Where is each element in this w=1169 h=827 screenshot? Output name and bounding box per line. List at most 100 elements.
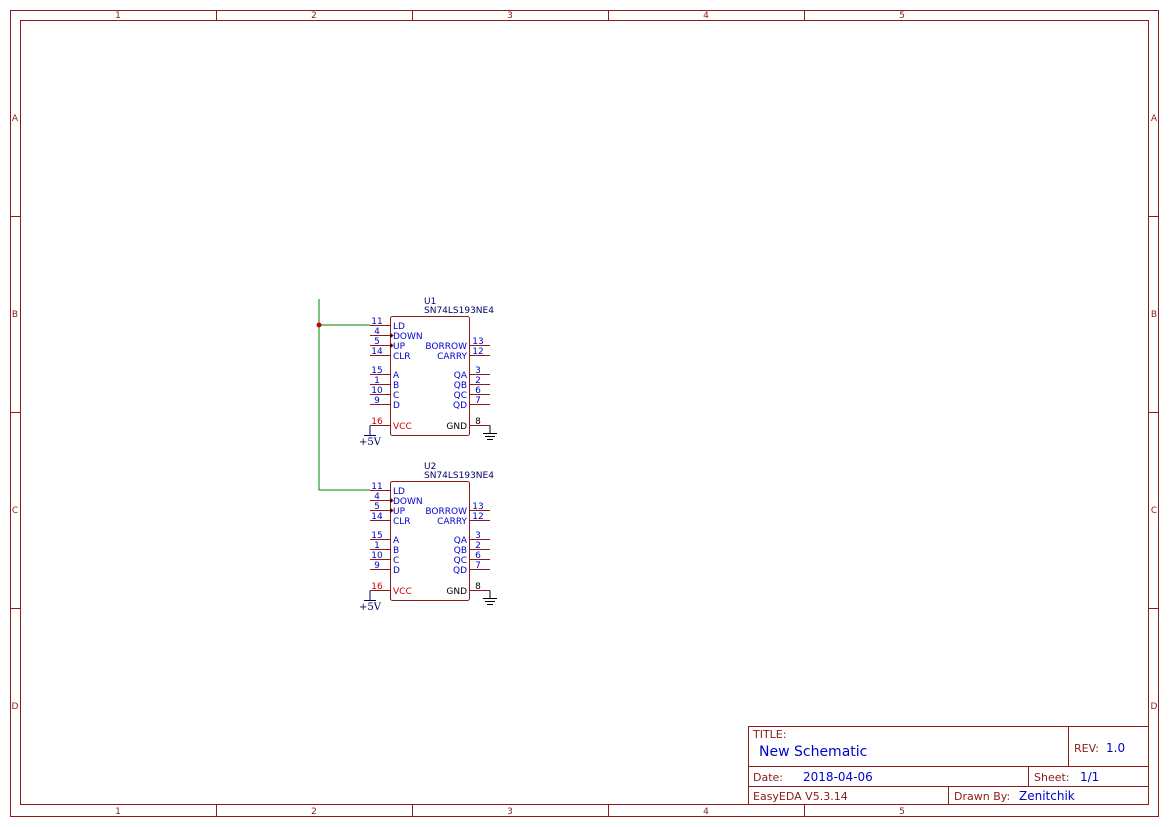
column-marker: 5	[899, 807, 905, 817]
ic-body	[390, 316, 470, 436]
ic-body	[390, 481, 470, 601]
column-marker: 1	[115, 11, 121, 21]
pin-name: B	[393, 381, 399, 391]
pin-name: CLR	[393, 517, 411, 527]
pin-name: D	[393, 566, 400, 576]
date-value: 2018-04-06	[803, 770, 873, 784]
pin-number: 15	[371, 366, 382, 376]
pin-name: BORROW	[425, 342, 467, 352]
inner-frame	[20, 20, 1149, 805]
power-label: +5V	[359, 602, 382, 613]
schematic-title: New Schematic	[759, 744, 867, 760]
pin-name: DOWN	[393, 332, 423, 342]
sheet-label: Sheet:	[1034, 771, 1070, 784]
pin-number: 4	[374, 492, 380, 502]
drawn-by-label: Drawn By:	[954, 790, 1010, 803]
pin-name: CARRY	[437, 352, 467, 362]
title-label: TITLE:	[752, 728, 786, 741]
column-marker: 4	[703, 807, 709, 817]
pin-number: 2	[475, 376, 481, 386]
pin-number: 12	[472, 347, 483, 357]
pin-name: CARRY	[437, 517, 467, 527]
pin-name: CLR	[393, 352, 411, 362]
date-label: Date:	[753, 771, 783, 784]
pin-name: VCC	[393, 422, 412, 432]
column-marker: 2	[311, 11, 317, 21]
pin-name: UP	[393, 342, 406, 352]
pin-name: QA	[454, 536, 468, 546]
pin-number: 13	[472, 337, 483, 347]
component-part: SN74LS193NE4	[424, 306, 494, 316]
pin-name: A	[393, 371, 400, 381]
pin-number: 9	[374, 396, 380, 406]
sheet-value: 1/1	[1080, 770, 1099, 784]
row-marker: A	[1151, 114, 1158, 124]
pin-name: LD	[393, 487, 405, 497]
pin-number: 10	[371, 551, 383, 561]
pin-name: QA	[454, 371, 468, 381]
pin-number: 14	[371, 347, 383, 357]
pin-name: QD	[453, 401, 467, 411]
pin-number: 7	[475, 561, 481, 571]
pin-number: 9	[374, 561, 380, 571]
pin-name: LD	[393, 322, 405, 332]
column-marker: 1	[115, 807, 121, 817]
pin-number: 5	[374, 337, 380, 347]
column-marker: 3	[507, 807, 513, 817]
pin-name: B	[393, 546, 399, 556]
pin-number: 4	[374, 327, 380, 337]
pin-number: 3	[475, 366, 481, 376]
row-marker: C	[12, 506, 18, 516]
pin-number: 6	[475, 386, 481, 396]
pin-name: C	[393, 391, 399, 401]
pin-number: 15	[371, 531, 382, 541]
pin-number: 13	[472, 502, 483, 512]
component-part: SN74LS193NE4	[424, 471, 494, 481]
pin-number: 8	[475, 417, 481, 427]
row-marker: A	[12, 114, 19, 124]
row-marker: B	[12, 310, 18, 320]
pin-number: 11	[371, 482, 382, 492]
clock-marker	[389, 497, 394, 504]
component-ref: U1	[424, 297, 436, 307]
pin-number: 1	[374, 376, 380, 386]
pin-name: BORROW	[425, 507, 467, 517]
rev-value: 1.0	[1106, 741, 1125, 755]
pin-number: 1	[374, 541, 380, 551]
pin-number: 3	[475, 531, 481, 541]
pin-name: QD	[453, 566, 467, 576]
component-ref: U2	[424, 462, 436, 472]
pin-name: C	[393, 556, 399, 566]
pin-name: QB	[454, 381, 467, 391]
power-label: +5V	[359, 437, 382, 448]
clock-marker	[389, 507, 394, 514]
pin-name: A	[393, 536, 400, 546]
pin-name: VCC	[393, 587, 412, 597]
drawn-by-value: Zenitchik	[1019, 789, 1075, 803]
pin-number: 10	[371, 386, 383, 396]
pin-number: 16	[371, 417, 383, 427]
row-marker: C	[1151, 506, 1157, 516]
pin-name: GND	[446, 422, 467, 432]
clock-marker	[389, 342, 394, 349]
pin-number: 11	[371, 317, 382, 327]
pin-name: GND	[446, 587, 467, 597]
pin-number: 14	[371, 512, 383, 522]
pin-name: D	[393, 401, 400, 411]
column-marker: 3	[507, 11, 513, 21]
pin-name: QC	[454, 556, 467, 566]
pin-number: 12	[472, 512, 483, 522]
outer-frame	[10, 10, 1159, 817]
column-marker: 5	[899, 11, 905, 21]
pin-number: 6	[475, 551, 481, 561]
pin-name: UP	[393, 507, 406, 517]
column-marker: 4	[703, 11, 709, 21]
pin-name: QC	[454, 391, 467, 401]
junction-dot	[316, 322, 322, 328]
title-block: TITLE: New Schematic REV: 1.0 Date: 2018…	[748, 726, 1149, 805]
